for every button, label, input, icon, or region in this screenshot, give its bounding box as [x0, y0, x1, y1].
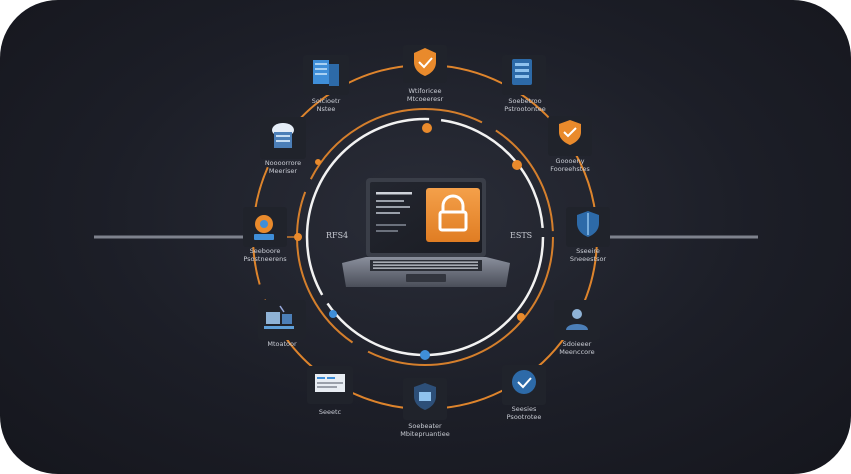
user-cloud-icon — [566, 309, 588, 330]
node-top-tile — [403, 45, 447, 83]
shield-check-icon — [414, 48, 436, 76]
node-top-right-label: Soebetroo Pstrootontee — [504, 97, 546, 113]
node-lower-left-label: Mtoatoor — [267, 340, 297, 348]
node-upper-left-tile — [260, 117, 306, 159]
server-icon — [313, 60, 339, 86]
laptop-icon — [342, 178, 510, 287]
node-bottom-left-label: Seeetc — [318, 408, 342, 416]
node-bottom-right-label: Seesies Psootrotee — [506, 405, 542, 421]
network-node-icon — [254, 215, 274, 240]
ring-node-orange — [422, 123, 432, 133]
center-right-text: ESTS — [510, 231, 533, 240]
cloud-storage-icon — [272, 123, 294, 148]
node-right-tile — [566, 207, 610, 247]
ring-node-blue — [420, 350, 430, 360]
ring-node-blue — [329, 310, 337, 318]
shield-check-icon — [559, 120, 581, 145]
node-top-left-tile — [303, 55, 349, 95]
node-lower-right-label: Sdoieeer Meenccore — [559, 340, 595, 356]
node-bottom-right-tile — [502, 365, 546, 405]
node-bottom-tile — [403, 378, 447, 420]
ring-node-orange — [294, 233, 302, 241]
node-left-tile — [243, 207, 287, 247]
database-icon — [512, 59, 532, 85]
node-right-label: Sseeire Sneeestsor — [569, 247, 607, 263]
node-top-label: Wtiforicee Mtcoeeresr — [406, 87, 444, 103]
node-upper-right-label: Goooeny Fooreehstes — [550, 157, 590, 173]
shield-check-icon — [512, 370, 536, 394]
ring-node-orange — [315, 159, 321, 165]
node-left-label: Seeboore Psostneerens — [243, 247, 287, 263]
node-upper-left-label: Noooorrore Meeriser — [264, 159, 302, 175]
ring-node-orange — [512, 160, 522, 170]
node-top-right-tile — [502, 55, 546, 95]
center-left-text: RFS4 — [326, 231, 349, 240]
node-top-left-label: Soicioetr Nstee — [311, 97, 341, 113]
dashboard-icon — [315, 374, 345, 392]
users-network-icon — [264, 305, 294, 329]
node-bottom-left-tile — [307, 366, 353, 404]
node-lower-right-tile — [554, 300, 600, 340]
node-upper-right-tile — [548, 116, 592, 156]
node-bottom-label: Soebeater Mbitepruantiee — [400, 422, 450, 438]
node-lower-left-tile — [258, 300, 306, 340]
ring-node-orange — [517, 313, 525, 321]
